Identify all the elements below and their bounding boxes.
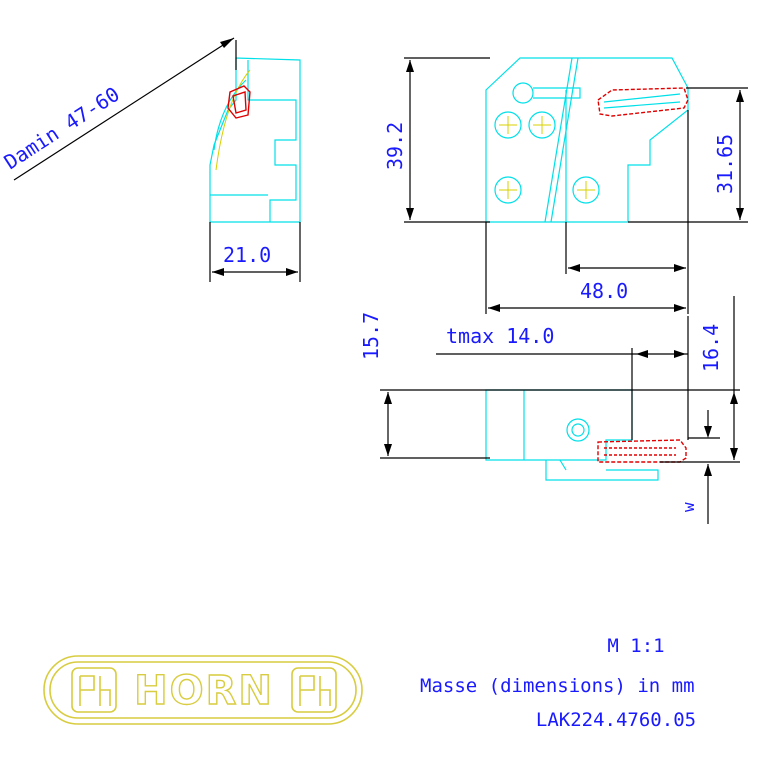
holder-angle-label: Damin 47-60: [0, 82, 124, 174]
side-view: [13, 37, 301, 282]
logo-text: HORN: [134, 668, 274, 714]
horn-logo: HORN: [43, 655, 363, 725]
top-view: [380, 296, 740, 524]
width-label: w: [679, 502, 698, 512]
part-number: LAK224.4760.05: [536, 709, 696, 731]
ph-emblem-right-icon: [291, 667, 337, 713]
side-width-label: 21.0: [223, 243, 271, 267]
front-insert: [597, 87, 689, 117]
front-holes: [494, 111, 600, 204]
height-edge-label: 31.65: [713, 134, 737, 194]
units-label: Masse (dimensions) in mm: [420, 675, 695, 697]
tmax-label: tmax 14.0: [446, 324, 554, 348]
scale-label: M 1:1: [607, 635, 664, 657]
side-insert: [227, 85, 251, 119]
length-bore-label: 48.0: [580, 279, 628, 303]
ph-emblem-left-icon: [71, 667, 117, 713]
height-right-label: 16.4: [699, 324, 723, 372]
height-left-label: 15.7: [359, 312, 383, 360]
height-total-label: 39.2: [383, 122, 407, 170]
front-view: [404, 57, 748, 314]
top-insert: [597, 439, 687, 463]
